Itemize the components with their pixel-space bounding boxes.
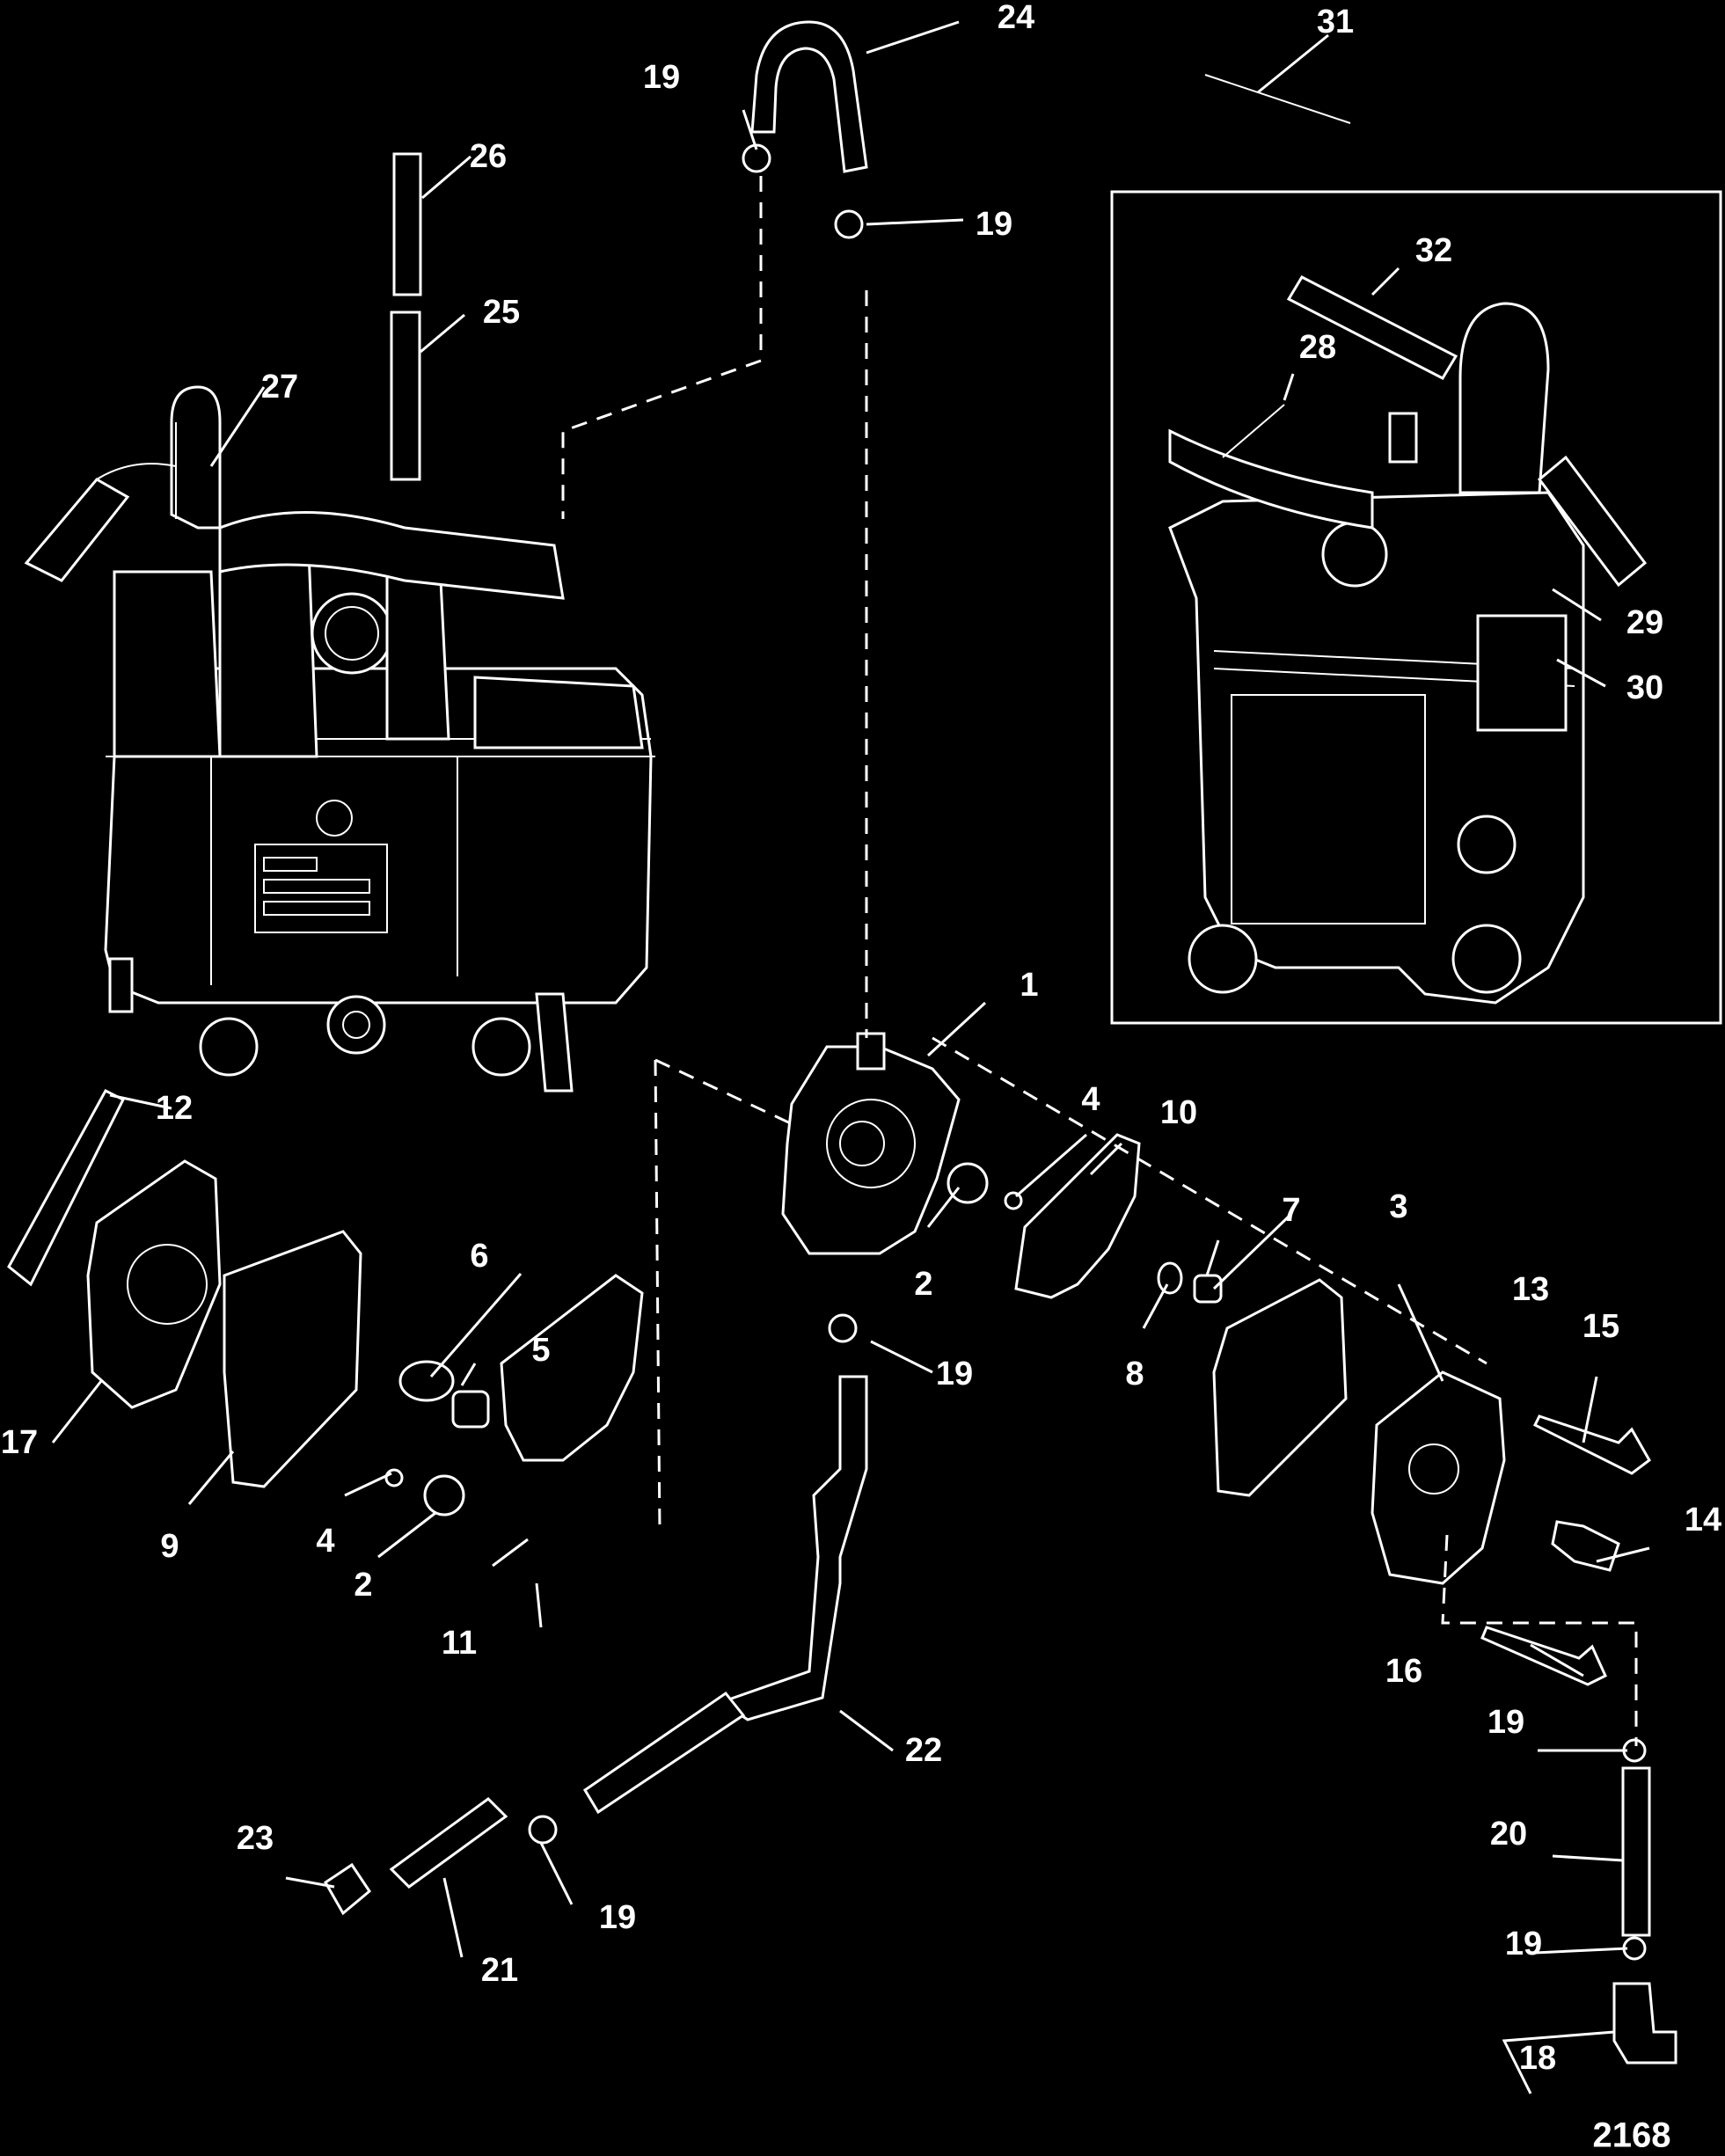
hose-25 (390, 311, 421, 481)
gasket-10 (1014, 1133, 1141, 1299)
filter-32 (1286, 275, 1458, 380)
clamp-19-bottom (528, 1815, 558, 1845)
callout-19-right-top: 19 (1487, 1704, 1525, 1741)
callout-1: 1 (1020, 967, 1039, 1004)
dashed-line-left-stack (654, 1058, 797, 1531)
callout-5: 5 (531, 1332, 551, 1369)
pump-cover-13 (1370, 1370, 1506, 1585)
figure-number: 2168 (1592, 2116, 1671, 2155)
screw-15 (1532, 1414, 1651, 1475)
callout-19-top: 19 (975, 206, 1013, 243)
callout-22: 22 (904, 1732, 943, 1769)
dashed-line-19-left (561, 176, 763, 519)
callout-20: 20 (1489, 1816, 1528, 1853)
callout-4-center: 4 (1081, 1081, 1100, 1118)
callout-30: 30 (1626, 669, 1664, 706)
callout-2-center: 2 (914, 1266, 933, 1303)
callout-4-left: 4 (316, 1523, 335, 1560)
callout-21: 21 (480, 1952, 519, 1989)
dashed-line-axis (932, 1036, 1487, 1365)
clamp-19-top-left (742, 143, 771, 173)
diaphragm-3 (1212, 1278, 1348, 1497)
callout-23: 23 (236, 1820, 274, 1857)
inset-vapor-separator (1168, 302, 1648, 1005)
callout-24: 24 (997, 0, 1035, 36)
callout-10: 10 (1159, 1094, 1198, 1131)
callout-19-center: 19 (935, 1356, 974, 1392)
link-12 (7, 1089, 126, 1287)
callout-8: 8 (1125, 1356, 1144, 1392)
spring-7 (1193, 1274, 1223, 1304)
cap-6 (398, 1360, 455, 1402)
hose-20 (1621, 1766, 1651, 1937)
callout-12: 12 (155, 1090, 194, 1127)
callout-31: 31 (1316, 4, 1355, 40)
callout-7: 7 (1282, 1192, 1301, 1229)
callout-14: 14 (1684, 1502, 1722, 1538)
callout-13: 13 (1511, 1271, 1550, 1308)
diaphragm-9 (223, 1230, 362, 1488)
callout-19-right-bottom: 19 (1504, 1926, 1543, 1962)
callout-17: 17 (0, 1424, 39, 1461)
vapor-separator-assembly (24, 385, 655, 1093)
elbow-18 (1612, 1982, 1677, 2065)
dashed-line-cover (1441, 1534, 1638, 1746)
callout-2-left: 2 (354, 1567, 373, 1604)
callout-19-top-left: 19 (642, 59, 681, 96)
screw-4-left (384, 1468, 404, 1487)
inset-frame (1110, 190, 1722, 1025)
callout-32: 32 (1414, 232, 1453, 269)
callout-25: 25 (482, 294, 521, 331)
callout-26: 26 (469, 138, 508, 175)
callout-3: 3 (1389, 1188, 1408, 1225)
fuel-pump-body (781, 1032, 961, 1255)
screw-16 (1480, 1626, 1607, 1686)
spring-5 (451, 1390, 490, 1429)
callout-29: 29 (1626, 604, 1664, 641)
callout-16: 16 (1385, 1653, 1423, 1690)
fitting-14 (1551, 1520, 1620, 1572)
leader-lines (51, 20, 1650, 2094)
washer-8 (1157, 1261, 1183, 1295)
gasket-11 (500, 1274, 644, 1462)
callout-9: 9 (160, 1528, 179, 1565)
callout-18: 18 (1518, 2040, 1557, 2077)
fitting-26 (392, 152, 422, 296)
cap-23 (324, 1862, 371, 1916)
valve-2-left (423, 1474, 465, 1517)
cable-tie-31 (1204, 74, 1351, 124)
callout-6: 6 (470, 1238, 489, 1275)
callout-19-bottom: 19 (598, 1899, 637, 1936)
clamp-19-top (834, 209, 864, 239)
callout-15: 15 (1582, 1308, 1620, 1345)
hose-22 (718, 1375, 868, 1721)
valve-2-center (947, 1162, 989, 1204)
callout-11: 11 (441, 1625, 478, 1662)
hose-24 (750, 20, 868, 173)
pump-cover-17 (86, 1159, 222, 1409)
callout-28: 28 (1298, 329, 1337, 366)
callout-27: 27 (260, 369, 299, 406)
hose-28 (1222, 404, 1285, 458)
clamp-19-center (828, 1313, 858, 1343)
fitting-21 (389, 1797, 508, 1889)
